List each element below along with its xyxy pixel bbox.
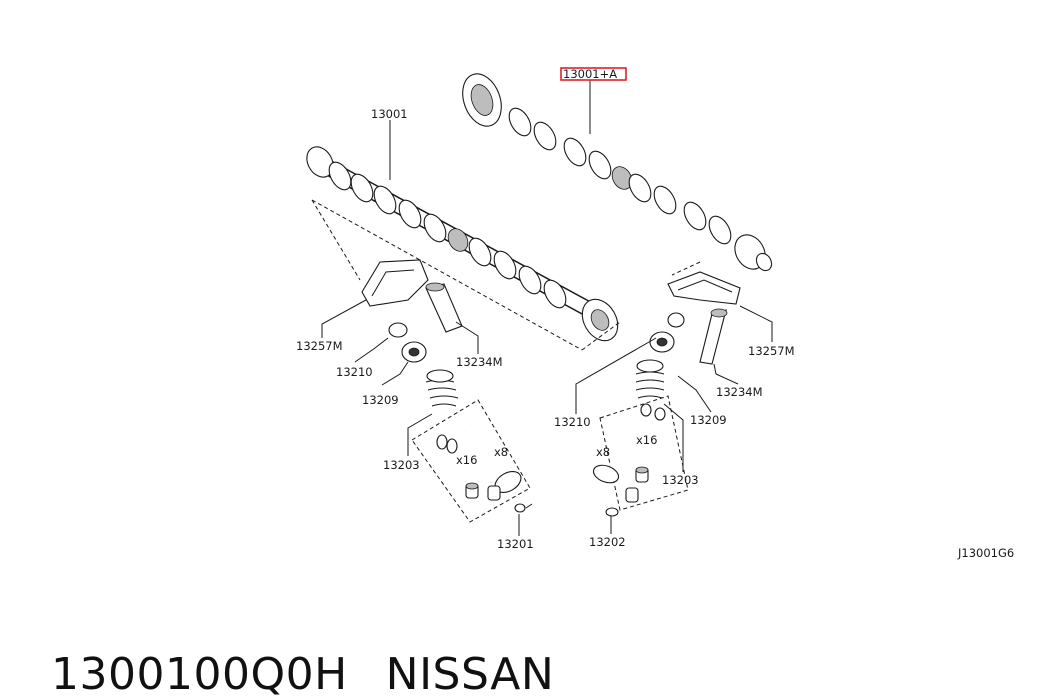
label-spring-left[interactable]: 13209 — [362, 393, 399, 407]
part-number: 1300100Q0H — [50, 649, 348, 700]
valve-train-left — [361, 259, 533, 523]
label-qty-x16-left: x16 — [456, 453, 477, 467]
highlight-box — [560, 67, 627, 81]
parts-diagram: 13001+A 13001 13257M 13210 13209 13234M … — [296, 67, 1014, 560]
label-retainer-left[interactable]: 13210 — [336, 365, 373, 379]
label-rocker-left[interactable]: 13257M — [296, 339, 343, 353]
diagram-code: J13001G6 — [957, 546, 1014, 560]
camshaft-intake-drawing — [462, 73, 773, 272]
label-retainer-right[interactable]: 13210 — [554, 415, 591, 429]
label-lash-left[interactable]: 13234M — [456, 355, 503, 369]
label-valve-intake[interactable]: 13201 — [497, 537, 534, 551]
label-camshaft-intake[interactable]: 13001+A — [563, 67, 617, 81]
part-footer: 1300100Q0H NISSAN — [22, 598, 554, 700]
label-camshaft-exhaust[interactable]: 13001 — [371, 107, 408, 121]
leader-lines — [321, 80, 773, 536]
label-spring-right[interactable]: 13209 — [690, 413, 727, 427]
brand-name: NISSAN — [385, 649, 555, 700]
label-rocker-right[interactable]: 13257M — [748, 344, 795, 358]
label-qty-x8-left: x8 — [494, 445, 508, 459]
label-qty-x16-right: x16 — [636, 433, 657, 447]
label-seal-left[interactable]: 13203 — [383, 458, 420, 472]
label-valve-exhaust[interactable]: 13202 — [589, 535, 626, 549]
label-seal-right[interactable]: 13203 — [662, 473, 699, 487]
label-lash-right[interactable]: 13234M — [716, 385, 763, 399]
camshaft-exhaust-drawing — [306, 146, 619, 342]
valve-train-right — [592, 271, 741, 517]
label-qty-x8-right: x8 — [596, 445, 610, 459]
projection-lines — [311, 199, 701, 351]
